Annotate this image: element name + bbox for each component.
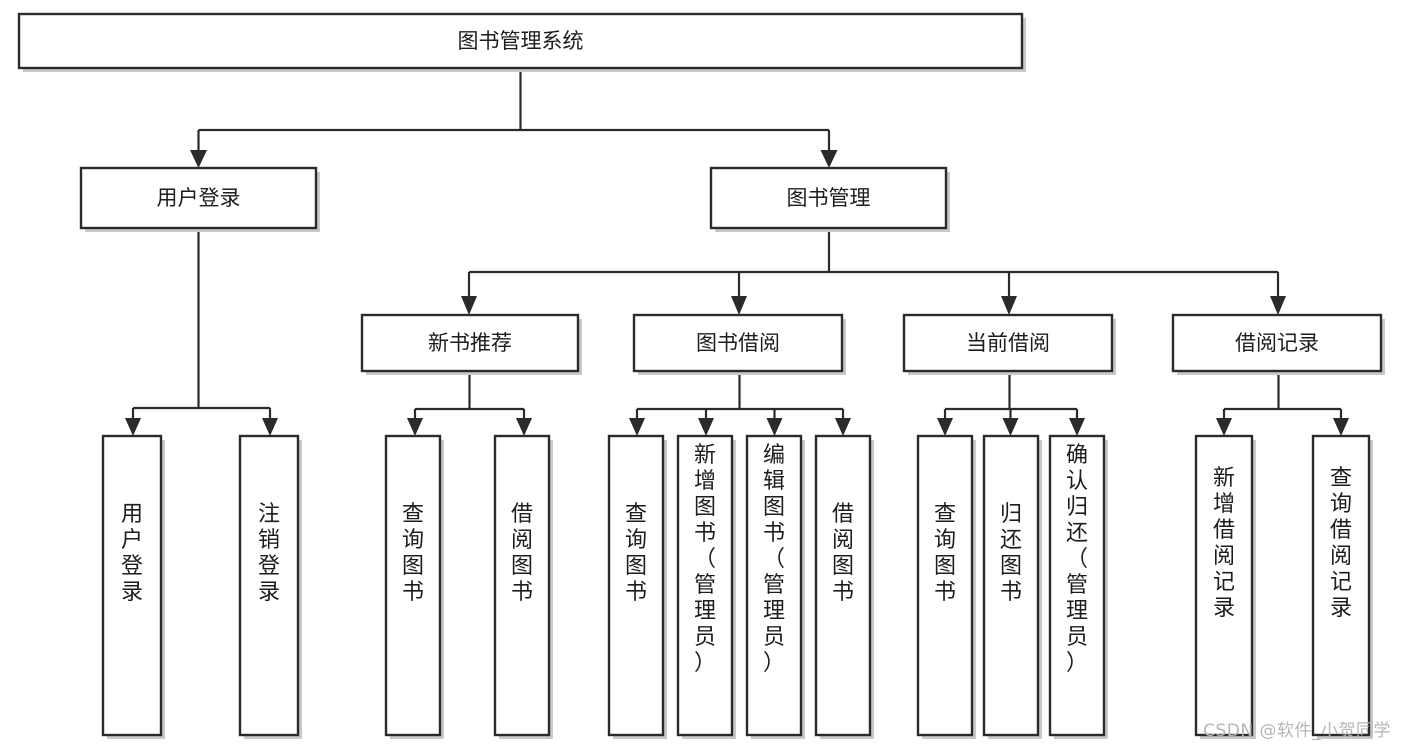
node-leaf-logout-box[interactable] <box>238 434 300 737</box>
node-borrow-record[interactable]: 借阅记录 <box>1171 313 1385 375</box>
node-leaf-confirm-return-box[interactable] <box>1048 434 1106 737</box>
node-leaf-query-book-2[interactable]: 查询图书 <box>607 434 667 739</box>
node-book-borrow-box[interactable] <box>632 313 844 373</box>
arrow-head-book-mgmt <box>820 150 838 168</box>
node-root-label: 图书管理系统 <box>458 29 584 53</box>
node-leaf-query-book-3[interactable]: 查询图书 <box>916 434 976 739</box>
node-current-borrow-label: 当前借阅 <box>966 331 1050 355</box>
node-leaf-query-book-2-box[interactable] <box>607 434 665 737</box>
arrow-head-new-book-rec <box>461 296 477 315</box>
node-borrow-record-label: 借阅记录 <box>1235 331 1319 355</box>
arrow-head-borrow-record <box>1270 296 1286 315</box>
arrow-head-leaf-confirm-return <box>1069 418 1085 436</box>
node-leaf-add-record-box[interactable] <box>1194 434 1254 737</box>
node-root[interactable]: 图书管理系统 <box>17 12 1026 72</box>
arrow-head-user-login <box>190 150 207 168</box>
node-book-mgmt-label: 图书管理 <box>787 186 871 210</box>
arrow-head-leaf-add-book <box>698 418 714 436</box>
node-leaf-logout-label: 注销登录 <box>258 502 280 605</box>
node-leaf-query-book-1-box[interactable] <box>384 434 442 737</box>
node-leaf-logout[interactable]: 注销登录 <box>238 434 302 739</box>
node-leaf-add-record[interactable]: 新增借阅记录 <box>1194 434 1256 739</box>
arrow-head-book-borrow <box>731 296 747 315</box>
node-borrow-record-box[interactable] <box>1171 313 1383 373</box>
arrow-head-leaf-edit-book <box>766 418 783 436</box>
node-leaf-add-book[interactable]: 新增图书（管理员） <box>676 434 736 739</box>
node-book-borrow-label: 图书借阅 <box>696 331 780 355</box>
node-leaf-borrow-book-1-box[interactable] <box>493 434 551 737</box>
node-leaf-confirm-return-label: 确认归还（管理员） <box>1066 443 1088 676</box>
node-leaf-borrow-book-2[interactable]: 借阅图书 <box>814 434 874 739</box>
node-user-login-box[interactable] <box>79 166 318 230</box>
node-leaf-query-book-1-label: 查询图书 <box>402 502 424 605</box>
node-leaf-query-record-label: 查询借阅记录 <box>1330 466 1352 621</box>
arrow-head-leaf-borrow-book-2 <box>835 418 851 436</box>
csdn-watermark: CSDN @软件_小贺同学 <box>1203 721 1391 741</box>
arrow-head-leaf-query-record <box>1333 418 1349 436</box>
arrow-head-current-borrow <box>1001 296 1017 315</box>
node-leaf-edit-book[interactable]: 编辑图书（管理员） <box>745 434 805 739</box>
node-book-mgmt-box[interactable] <box>709 166 948 230</box>
connector-layer <box>125 68 1349 436</box>
node-leaf-add-book-box[interactable] <box>676 434 734 737</box>
node-root-box[interactable] <box>17 12 1024 70</box>
arrow-head-leaf-add-record <box>1216 418 1232 436</box>
node-new-book-rec[interactable]: 新书推荐 <box>360 313 582 375</box>
node-leaf-user-login[interactable]: 用户登录 <box>101 434 165 739</box>
node-new-book-rec-label: 新书推荐 <box>428 331 512 355</box>
node-book-borrow[interactable]: 图书借阅 <box>632 313 846 375</box>
node-leaf-return-book[interactable]: 归还图书 <box>982 434 1042 739</box>
node-leaf-edit-book-label: 编辑图书（管理员） <box>763 443 785 676</box>
arrow-head-leaf-logout <box>262 418 278 436</box>
arrow-head-leaf-user-login <box>125 418 141 436</box>
arrow-head-leaf-borrow-book-1 <box>516 418 532 436</box>
node-leaf-add-record-label: 新增借阅记录 <box>1213 466 1235 621</box>
node-current-borrow-box[interactable] <box>902 313 1114 373</box>
node-leaf-edit-book-box[interactable] <box>745 434 803 737</box>
node-leaf-query-book-2-label: 查询图书 <box>625 502 647 605</box>
node-leaf-borrow-book-2-label: 借阅图书 <box>832 502 854 605</box>
node-leaf-query-record[interactable]: 查询借阅记录 <box>1311 434 1373 739</box>
arrow-head-leaf-query-book-2 <box>629 418 645 436</box>
node-leaf-query-book-3-box[interactable] <box>916 434 974 737</box>
node-leaf-borrow-book-1[interactable]: 借阅图书 <box>493 434 553 739</box>
node-leaf-return-book-box[interactable] <box>982 434 1040 737</box>
node-leaf-user-login-label: 用户登录 <box>121 502 143 605</box>
arrow-head-leaf-return-book <box>1002 418 1019 436</box>
node-leaf-borrow-book-2-box[interactable] <box>814 434 872 737</box>
node-user-login-label: 用户登录 <box>157 186 241 210</box>
node-leaf-return-book-label: 归还图书 <box>1000 502 1022 605</box>
node-current-borrow[interactable]: 当前借阅 <box>902 313 1116 375</box>
node-leaf-query-record-box[interactable] <box>1311 434 1371 737</box>
arrow-head-leaf-query-book-3 <box>937 418 953 436</box>
arrow-head-leaf-query-book-1 <box>407 418 423 436</box>
node-leaf-user-login-box[interactable] <box>101 434 163 737</box>
node-leaf-confirm-return[interactable]: 确认归还（管理员） <box>1048 434 1108 739</box>
node-leaf-add-book-label: 新增图书（管理员） <box>694 443 716 676</box>
node-new-book-rec-box[interactable] <box>360 313 580 373</box>
node-user-login[interactable]: 用户登录 <box>79 166 320 232</box>
node-book-mgmt[interactable]: 图书管理 <box>709 166 950 232</box>
node-leaf-query-book-1[interactable]: 查询图书 <box>384 434 444 739</box>
node-leaf-query-book-3-label: 查询图书 <box>934 502 956 605</box>
node-leaf-borrow-book-1-label: 借阅图书 <box>511 502 533 605</box>
